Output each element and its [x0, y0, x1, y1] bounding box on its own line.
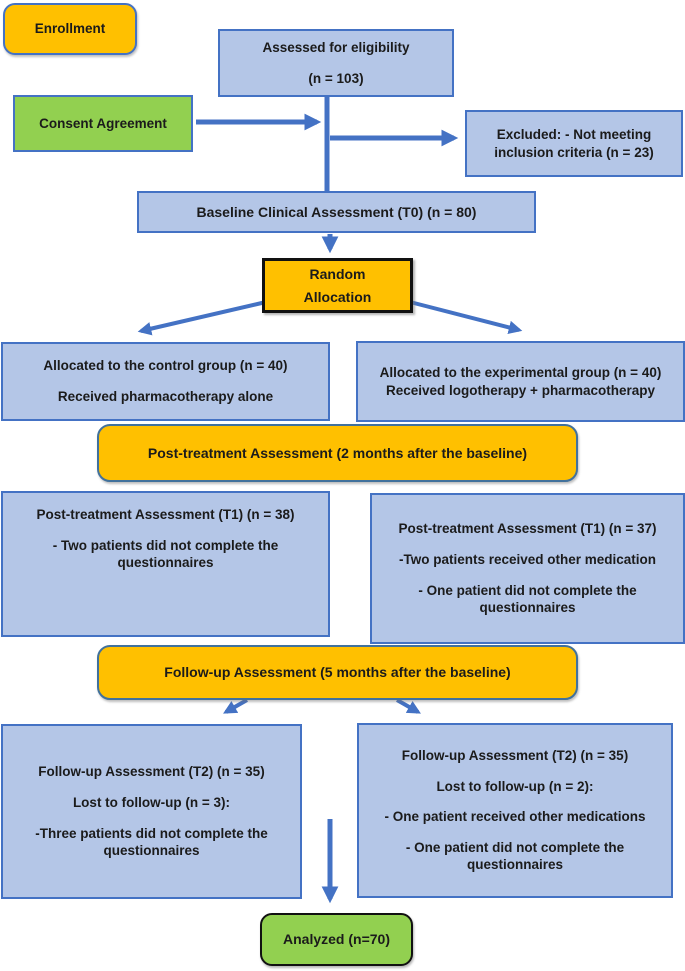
text-line: Allocated to the control group (n = 40): [43, 358, 288, 374]
enrollment-label: Enrollment: [34, 21, 106, 37]
text-line: Allocation: [303, 288, 372, 305]
text-line: Assessed for eligibility: [262, 39, 410, 55]
text-line: Lost to follow-up (n = 3):: [72, 794, 231, 810]
text-line: Received pharmacotherapy alone: [57, 389, 274, 404]
consent-label: Consent Agreement: [39, 115, 167, 131]
text-line: -Three patients did not complete the que…: [35, 825, 268, 859]
baseline-assessment-box: Baseline Clinical Assessment (T0) (n = 8…: [137, 191, 536, 233]
analyzed-label: Analyzed (n=70): [283, 931, 390, 948]
follow-up-bar-label: Follow-up Assessment (5 months after the…: [164, 664, 511, 681]
assessed-eligibility-box: Assessed for eligibility (n = 103): [218, 29, 454, 97]
excluded-label: Excluded: - Not meeting inclusion criter…: [494, 126, 654, 160]
post-treatment-bar-label: Post-treatment Assessment (2 months afte…: [147, 444, 528, 461]
text-line: Post-treatment Assessment (T1) (n = 37): [398, 521, 657, 537]
text-line: Follow-up Assessment (T2) (n = 35): [38, 764, 265, 780]
text-line: (n = 103): [308, 70, 364, 86]
baseline-label: Baseline Clinical Assessment (T0) (n = 8…: [196, 203, 477, 220]
t2-control-box: Follow-up Assessment (T2) (n = 35) Lost t…: [1, 724, 302, 899]
enrollment-stage-box: Enrollment: [3, 3, 137, 55]
consent-agreement-box: Consent Agreement: [13, 95, 193, 152]
text-line: Follow-up Assessment (T2) (n = 35): [401, 748, 629, 764]
text-line: - One patient did not complete the quest…: [405, 839, 625, 873]
t1-control-box: Post-treatment Assessment (T1) (n = 38) -…: [1, 491, 330, 637]
text-line: Lost to follow-up (n = 2):: [436, 778, 594, 794]
t1-experimental-box: Post-treatment Assessment (T1) (n = 37) -…: [370, 493, 685, 644]
arrow-random-to-experimental: [409, 300, 523, 335]
text-line: - Two patients did not complete the ques…: [52, 537, 279, 571]
arrow-followup-to-t2-control: [223, 698, 248, 714]
text-line: Post-treatment Assessment (T1) (n = 38): [36, 507, 295, 522]
arrow-random-to-control: [137, 300, 267, 336]
control-group-box: Allocated to the control group (n = 40) R…: [1, 342, 330, 421]
arrow-followup-to-t2-experimental: [396, 698, 421, 714]
text-line: -Two patients received other medication: [398, 551, 657, 567]
post-treatment-stage-bar: Post-treatment Assessment (2 months afte…: [97, 424, 578, 482]
text-line: - One patient received other medications: [384, 809, 646, 825]
follow-up-stage-bar: Follow-up Assessment (5 months after the…: [97, 645, 578, 700]
excluded-box: Excluded: - Not meeting inclusion criter…: [465, 110, 683, 177]
text-line: - One patient did not complete the quest…: [418, 582, 637, 616]
t2-experimental-box: Follow-up Assessment (T2) (n = 35) Lost t…: [357, 723, 673, 898]
experimental-label: Allocated to the experimental group (n =…: [379, 364, 662, 398]
text-line: Random: [309, 266, 366, 283]
analyzed-box: Analyzed (n=70): [260, 913, 413, 966]
experimental-group-box: Allocated to the experimental group (n =…: [356, 341, 685, 422]
